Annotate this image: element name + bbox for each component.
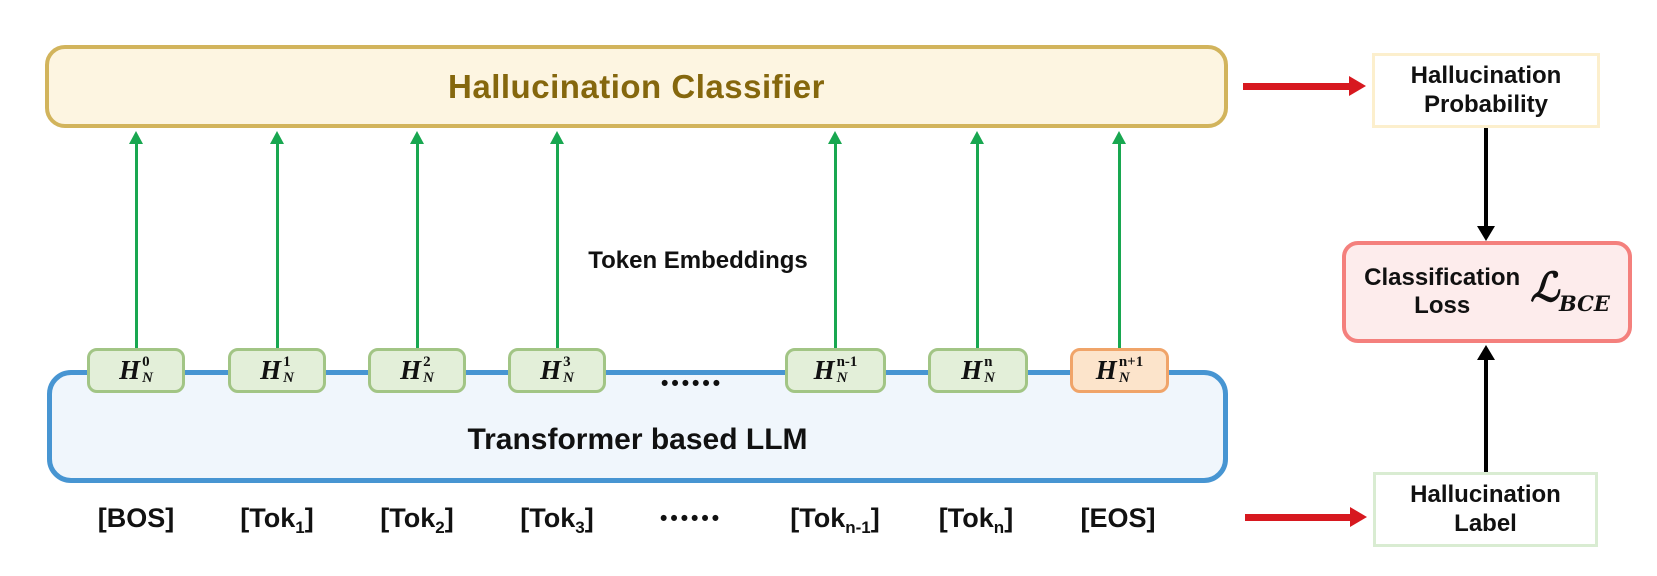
classification-loss-box: Classification Loss ℒBCE xyxy=(1342,241,1632,343)
arrow-up-icon xyxy=(550,131,564,144)
arrow-up-icon xyxy=(129,131,143,144)
token-embeddings-label: Token Embeddings xyxy=(588,247,808,274)
token-tok2: [Tok2] xyxy=(380,503,454,537)
arrow-up-icon xyxy=(1477,345,1495,360)
arrow-up-icon xyxy=(828,131,842,144)
tokens-to-label-arrow xyxy=(1245,507,1367,527)
arrow-up-icon xyxy=(410,131,424,144)
transformer-llm-label: Transformer based LLM xyxy=(467,422,808,456)
embedding-arrow xyxy=(828,131,842,348)
embedding-arrow xyxy=(550,131,564,348)
hallucination-label-box: Hallucination Label xyxy=(1373,472,1598,547)
hallucination-classifier-label: Hallucination Classifier xyxy=(448,67,825,105)
arrow-up-icon xyxy=(270,131,284,144)
embedding-arrow xyxy=(970,131,984,348)
embedding-arrow xyxy=(1112,131,1126,348)
arrow-right-icon xyxy=(1350,507,1367,527)
arrow-up-icon xyxy=(970,131,984,144)
probability-to-loss-arrow xyxy=(1477,128,1495,241)
token-tok1: [Tok1] xyxy=(240,503,314,537)
bce-loss-symbol: ℒ xyxy=(1530,264,1559,311)
embedding-arrow xyxy=(410,131,424,348)
token-bos: [BOS] xyxy=(97,503,175,533)
tokens-ellipsis: •••••• xyxy=(660,507,723,530)
transformer-llm-box: Transformer based LLM xyxy=(47,370,1228,483)
hallucination-classifier-box: Hallucination Classifier xyxy=(45,45,1228,128)
hallucination-probability-box: Hallucination Probability xyxy=(1372,53,1600,128)
arrow-up-icon xyxy=(1112,131,1126,144)
token-tokn-1: [Tokn-1] xyxy=(790,503,880,537)
arrow-right-icon xyxy=(1349,76,1366,96)
embedding-arrow xyxy=(270,131,284,348)
token-tok3: [Tok3] xyxy=(520,503,594,537)
label-to-loss-arrow xyxy=(1477,345,1495,472)
embedding-arrow xyxy=(129,131,143,348)
arrow-down-icon xyxy=(1477,226,1495,241)
hidden-states-ellipsis: •••••• xyxy=(661,372,724,395)
classifier-to-probability-arrow xyxy=(1243,76,1366,96)
token-eos: [EOS] xyxy=(1080,503,1156,533)
token-tokn: [Tokn] xyxy=(938,503,1014,537)
